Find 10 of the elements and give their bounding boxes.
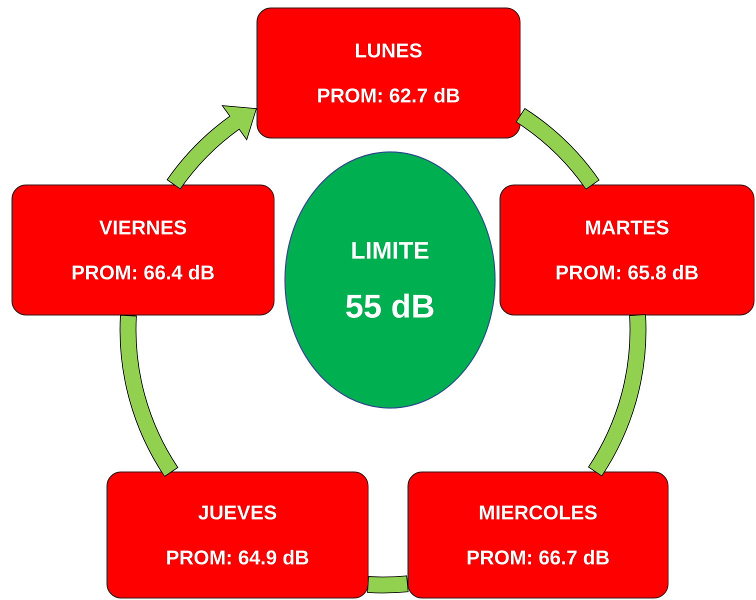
ring-arrow <box>166 105 257 190</box>
day-box: MIERCOLES PROM: 66.7 dB <box>408 472 668 598</box>
day-box: JUEVES PROM: 64.9 dB <box>106 472 368 598</box>
day-box: LUNES PROM: 62.7 dB <box>256 8 520 138</box>
ring-arrow <box>120 314 178 477</box>
ring-arrow <box>516 108 600 190</box>
ring-arrow <box>367 575 409 594</box>
day-box: VIERNES PROM: 66.4 dB <box>12 184 274 316</box>
day-box: MARTES PROM: 65.8 dB <box>500 184 754 316</box>
ring-arrow <box>588 314 646 476</box>
